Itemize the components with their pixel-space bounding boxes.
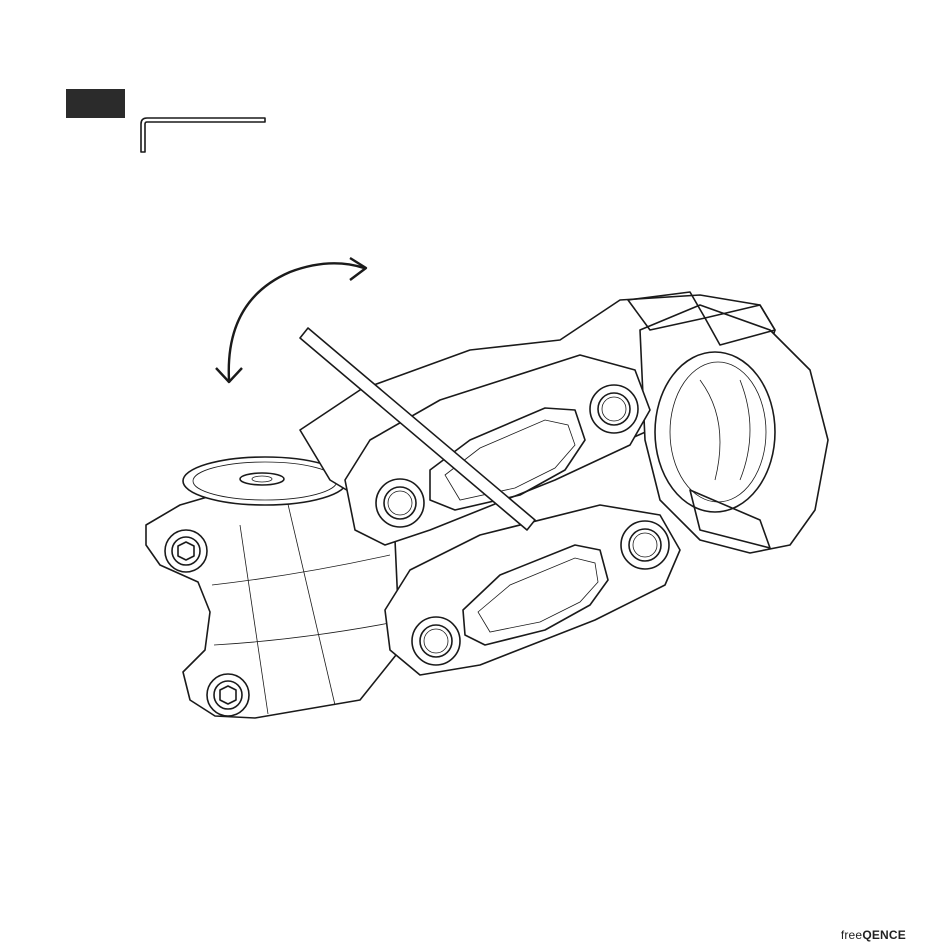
steerer-bolt-top xyxy=(165,530,207,572)
hex-key-icon xyxy=(141,118,265,152)
steerer-bolt-bottom xyxy=(207,674,249,716)
bike-stem-illustration xyxy=(146,292,828,718)
brand-name: QENCE xyxy=(862,928,906,942)
handlebar-clamp xyxy=(628,292,828,553)
brand-prefix: free xyxy=(841,928,862,942)
brand-logo: freeQENCE xyxy=(841,928,906,942)
